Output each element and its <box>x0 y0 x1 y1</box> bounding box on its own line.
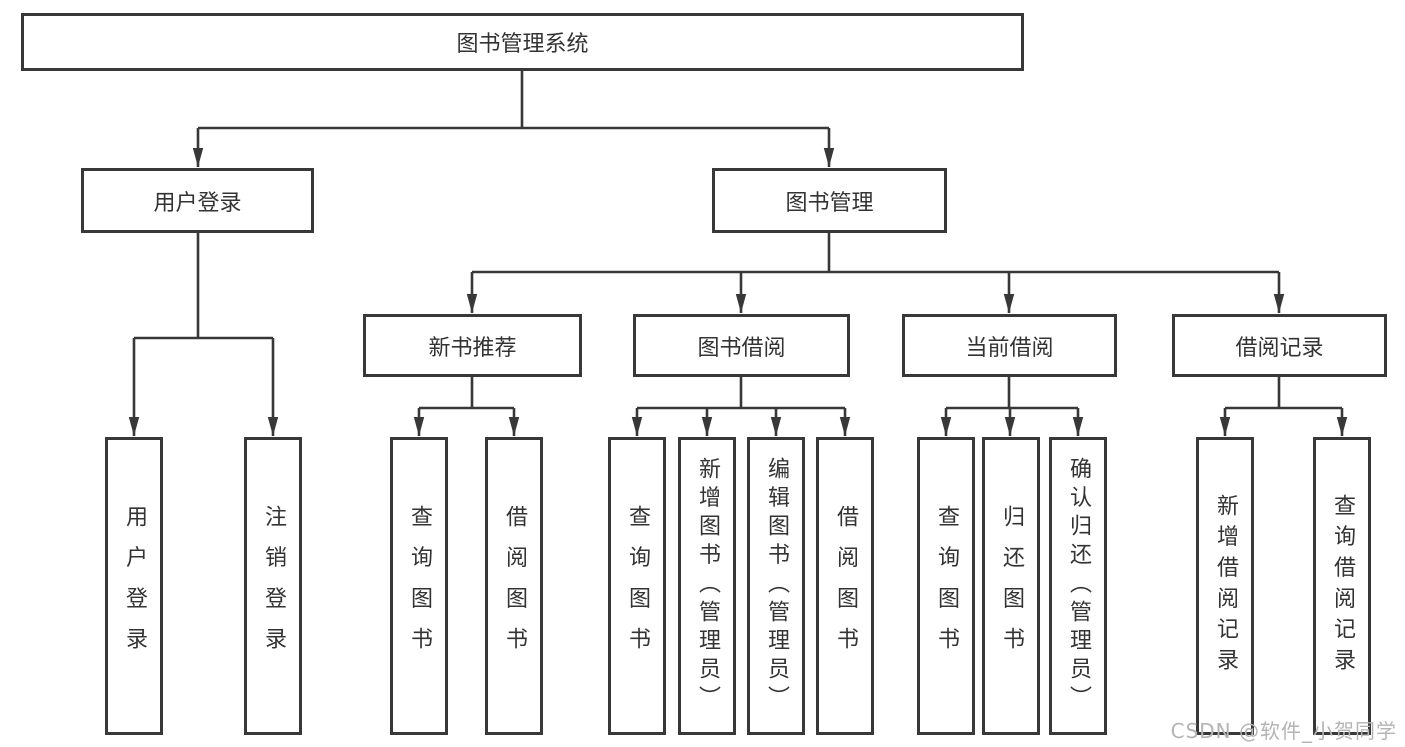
node-label: 图书管理系统 <box>456 32 589 57</box>
diagram-leaf-edit-books-admin: 编辑图书（管理员） <box>747 437 805 735</box>
diagram-node-borrow-records: 借阅记录 <box>1172 314 1387 377</box>
leaf-label: 新增借阅记录 <box>1213 493 1238 679</box>
diagram-leaf-user-login: 用户登录 <box>105 437 163 735</box>
leaf-label: 注销登录 <box>261 504 286 668</box>
diagram-leaf-query-books-current: 查询图书 <box>917 437 975 735</box>
diagram-node-system-root: 图书管理系统 <box>21 13 1024 71</box>
diagram-leaf-add-books-admin: 新增图书（管理员） <box>678 437 736 735</box>
diagram-leaf-query-books-recommend: 查询图书 <box>390 437 448 735</box>
diagram-leaf-query-borrow-record: 查询借阅记录 <box>1313 437 1371 735</box>
leaf-label: 查询图书 <box>934 504 959 668</box>
leaf-label: 查询图书 <box>625 504 650 668</box>
leaf-label: 查询借阅记录 <box>1330 493 1355 679</box>
leaf-label: 借阅图书 <box>502 504 527 668</box>
node-label: 新书推荐 <box>428 335 517 361</box>
diagram-leaf-return-books: 归还图书 <box>982 437 1040 735</box>
leaf-label: 用户登录 <box>122 504 147 668</box>
node-label: 图书管理 <box>785 190 874 216</box>
diagram-node-user-login: 用户登录 <box>81 168 314 233</box>
diagram-node-book-borrow: 图书借阅 <box>633 314 850 377</box>
leaf-label: 查询图书 <box>407 504 432 668</box>
leaf-label: 借阅图书 <box>833 504 858 668</box>
node-label: 当前借阅 <box>965 335 1054 361</box>
diagram-leaf-borrow-books: 借阅图书 <box>816 437 874 735</box>
diagram-leaf-confirm-return-admin: 确认归还（管理员） <box>1049 437 1107 735</box>
csdn-watermark: CSDN @软件_小贺同学 <box>1170 719 1397 743</box>
diagram-node-new-book-recommend: 新书推荐 <box>363 314 582 377</box>
leaf-label: 新增图书（管理员） <box>695 457 720 715</box>
diagram-node-current-borrow: 当前借阅 <box>902 314 1117 377</box>
diagram-node-book-management: 图书管理 <box>712 168 947 233</box>
leaf-label: 确认归还（管理员） <box>1066 457 1091 715</box>
node-label: 用户登录 <box>153 190 242 216</box>
leaf-label: 编辑图书（管理员） <box>764 457 789 715</box>
diagram-leaf-add-borrow-record: 新增借阅记录 <box>1196 437 1254 735</box>
diagram-leaf-borrow-books-recommend: 借阅图书 <box>485 437 543 735</box>
diagram-leaf-query-books-borrow: 查询图书 <box>608 437 666 735</box>
leaf-label: 归还图书 <box>999 504 1024 668</box>
node-label: 图书借阅 <box>697 335 786 361</box>
diagram-leaf-logout: 注销登录 <box>244 437 302 735</box>
node-label: 借阅记录 <box>1235 335 1324 361</box>
